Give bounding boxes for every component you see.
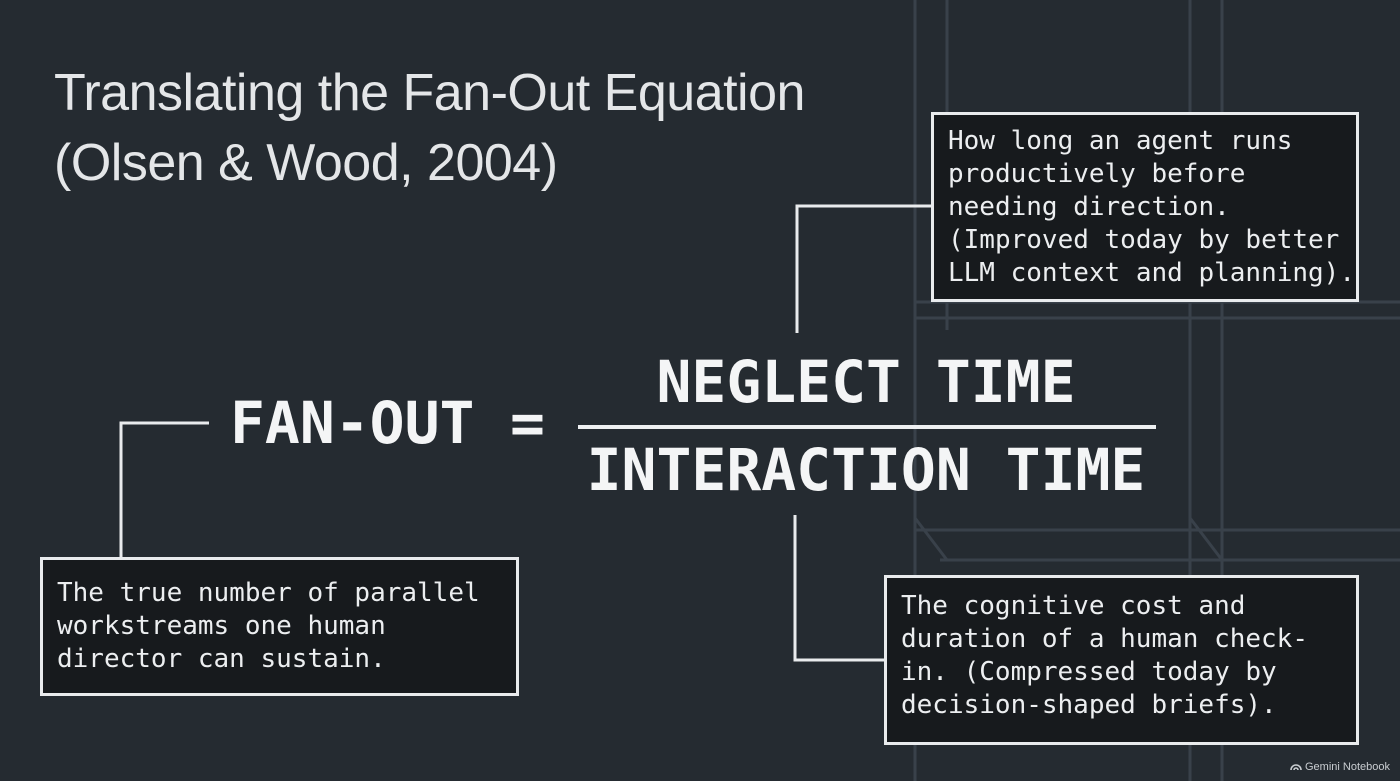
- note-line: workstreams one human: [57, 611, 386, 641]
- note-fan-out: The true number of parallel workstreams …: [40, 557, 519, 696]
- connector-fanout: [119, 421, 209, 557]
- connector-interaction: [793, 515, 884, 662]
- watermark-label: Gemini Notebook: [1305, 761, 1390, 773]
- equation-denominator: INTERACTION TIME: [586, 436, 1146, 504]
- note-line: (Improved today by better: [948, 225, 1340, 255]
- watermark: Gemini Notebook: [1290, 761, 1390, 773]
- note-line: The cognitive cost and: [901, 591, 1246, 621]
- equation-lhs: FAN-OUT: [230, 389, 475, 457]
- note-neglect-time: How long an agent runs productively befo…: [931, 112, 1359, 302]
- note-line: needing direction.: [948, 192, 1230, 222]
- equation-numerator: NEGLECT TIME: [656, 348, 1076, 416]
- notebook-logo-icon: [1290, 764, 1302, 771]
- note-interaction-time: The cognitive cost and duration of a hum…: [884, 575, 1359, 745]
- connector-neglect: [795, 204, 931, 333]
- fraction-bar: [578, 425, 1156, 429]
- note-line: How long an agent runs: [948, 126, 1293, 156]
- equals-sign: =: [510, 389, 545, 457]
- note-line: duration of a human check-: [901, 624, 1308, 654]
- title-line-2: (Olsen & Wood, 2004): [54, 134, 558, 192]
- note-line: LLM context and planning).: [948, 258, 1355, 288]
- note-line: in. (Compressed today by: [901, 657, 1277, 687]
- slide-title: Translating the Fan-Out Equation (Olsen …: [54, 58, 914, 198]
- note-line: decision-shaped briefs).: [901, 690, 1277, 720]
- note-line: productively before: [948, 159, 1246, 189]
- note-line: The true number of parallel: [57, 578, 480, 608]
- note-line: director can sustain.: [57, 644, 386, 674]
- title-line-1: Translating the Fan-Out Equation: [54, 64, 805, 122]
